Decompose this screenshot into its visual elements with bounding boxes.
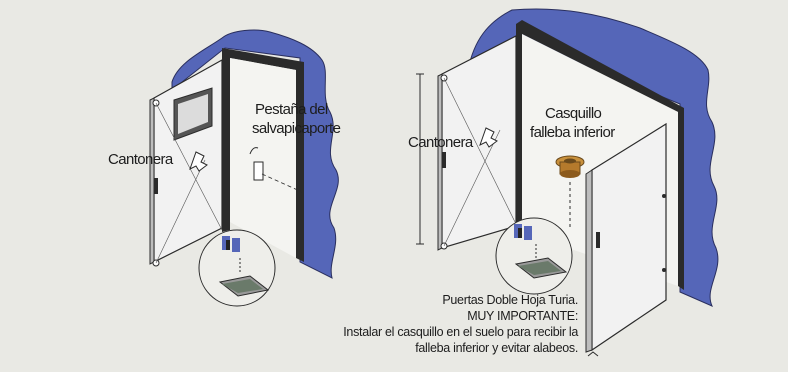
note-line-1: Puertas Doble Hoja Turia. [442, 293, 578, 307]
note-line-2: MUY IMPORTANTE: [467, 309, 578, 323]
right-wall [467, 8, 719, 307]
caret-mark [587, 351, 599, 357]
salvapicaporte-part [253, 161, 264, 181]
left-cantonera-bracket [189, 151, 208, 172]
left-cantonera-label: Cantonera [108, 151, 173, 168]
left-wall [171, 29, 339, 279]
right-cantonera-bracket [479, 127, 498, 148]
casquillo-label-line1: Casquillo [545, 105, 602, 122]
pestana-label-line1: Pestaña del [255, 101, 328, 118]
note-line-4: falleba inferior y evitar alabeos. [415, 341, 578, 355]
casquillo-label-line2: falleba inferior [530, 124, 615, 141]
pestana-label-line2: salvapicaporte [252, 120, 341, 137]
right-cantonera-label: Cantonera [408, 134, 473, 151]
right-door-figure [416, 8, 719, 357]
right-detail-circle [495, 217, 573, 295]
left-frame [222, 48, 304, 262]
right-frame [516, 20, 684, 290]
left-door-figure [149, 29, 339, 307]
note-line-3: Instalar el casquillo en el suelo para r… [343, 325, 578, 339]
installation-note: Puertas Doble Hoja Turia. MUY IMPORTANTE… [343, 292, 578, 356]
